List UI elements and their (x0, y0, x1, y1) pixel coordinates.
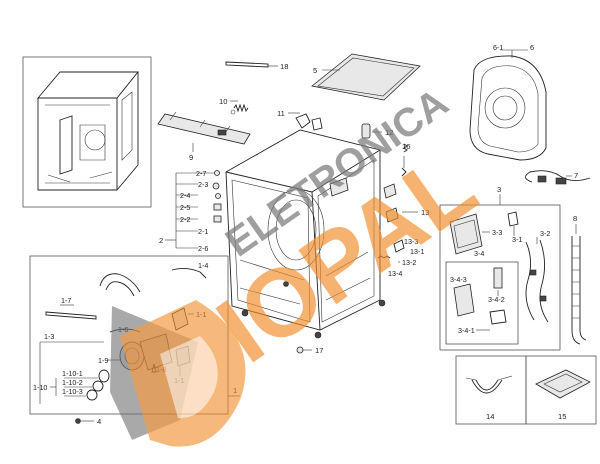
label-1-7: 1-7 (61, 296, 71, 305)
label-1-4: 1-4 (198, 261, 208, 270)
main-cabinet-frame (225, 129, 399, 339)
watermark: ELETRONICA IOPAL (110, 80, 495, 447)
label-6: 6 (530, 43, 534, 52)
part-18: 18 (225, 61, 288, 71)
label-3-3: 3-3 (492, 228, 502, 237)
part-5: 5 (311, 53, 421, 101)
part-14-box: 14 (455, 355, 527, 425)
label-3-2: 3-2 (540, 229, 550, 238)
part-9: 9 (157, 111, 251, 162)
label-13: 13 (421, 208, 429, 217)
label-1-10-1: 1-10-1 (62, 369, 83, 378)
label-1-9: 1-9 (98, 356, 108, 365)
label-17: 17 (315, 346, 323, 355)
part-2-group: 2-7 2-3 2-4 2-5 2-2 2-1 2 2-6 (159, 169, 222, 253)
part-16: 16 (401, 142, 410, 177)
part-8: 8 (571, 214, 587, 345)
label-3-4-3: 3-4-3 (450, 275, 467, 284)
label-2-7: 2-7 (196, 169, 206, 178)
watermark-d-shape (120, 300, 246, 447)
part-4: 4 (75, 417, 101, 426)
label-12: 12 (385, 128, 393, 137)
label-3: 3 (497, 185, 501, 194)
label-2-6: 2-6 (198, 244, 208, 253)
label-8: 8 (573, 214, 577, 223)
label-2-5: 2-5 (180, 203, 190, 212)
label-3-4-2: 3-4-2 (488, 295, 505, 304)
label-15: 15 (558, 412, 566, 421)
label-1-10-2: 1-10-2 (62, 378, 83, 387)
label-1-10: 1-10 (33, 383, 47, 392)
label-13-4: 13-4 (388, 269, 402, 278)
label-9: 9 (189, 153, 193, 162)
part-12: 12 (361, 123, 393, 139)
label-13-1: 13-1 (410, 247, 424, 256)
label-2-2: 2-2 (180, 215, 190, 224)
label-3-4-1: 3-4-1 (458, 326, 475, 335)
label-3-1: 3-1 (512, 235, 522, 244)
label-4: 4 (97, 417, 101, 426)
part-15-box: 15 (525, 355, 597, 425)
label-1-3: 1-3 (44, 332, 54, 341)
label-2: 2 (159, 236, 163, 245)
label-14: 14 (486, 412, 494, 421)
label-5: 5 (313, 66, 317, 75)
part-6: 6-1 6 (469, 43, 547, 161)
label-3-4: 3-4 (474, 249, 484, 258)
part-10: 10 (219, 97, 249, 115)
label-7: 7 (574, 171, 578, 180)
label-6-1: 6-1 (493, 43, 503, 52)
label-2-3: 2-3 (198, 180, 208, 189)
label-18: 18 (280, 62, 288, 71)
assembled-cabinet-inset (22, 56, 152, 208)
label-10: 10 (219, 97, 227, 106)
part-3-box: 3 3-3 3-1 3-2 3-4 3-4-3 3-4-2 3-4-1 (439, 185, 561, 351)
label-2-4: 2-4 (180, 191, 190, 200)
part-7: 7 (525, 170, 591, 185)
label-1-10-3: 1-10-3 (62, 387, 83, 396)
label-13-2: 13-2 (402, 258, 416, 267)
part-17: 17 (296, 346, 323, 355)
label-16: 16 (402, 142, 410, 151)
label-13-3: 13-3 (404, 237, 418, 246)
label-2-1: 2-1 (198, 227, 208, 236)
part-13-group: 13 13-3 13-1 13-2 13-4 (377, 208, 429, 278)
label-11: 11 (277, 109, 285, 118)
part-11: 11 (277, 109, 323, 131)
